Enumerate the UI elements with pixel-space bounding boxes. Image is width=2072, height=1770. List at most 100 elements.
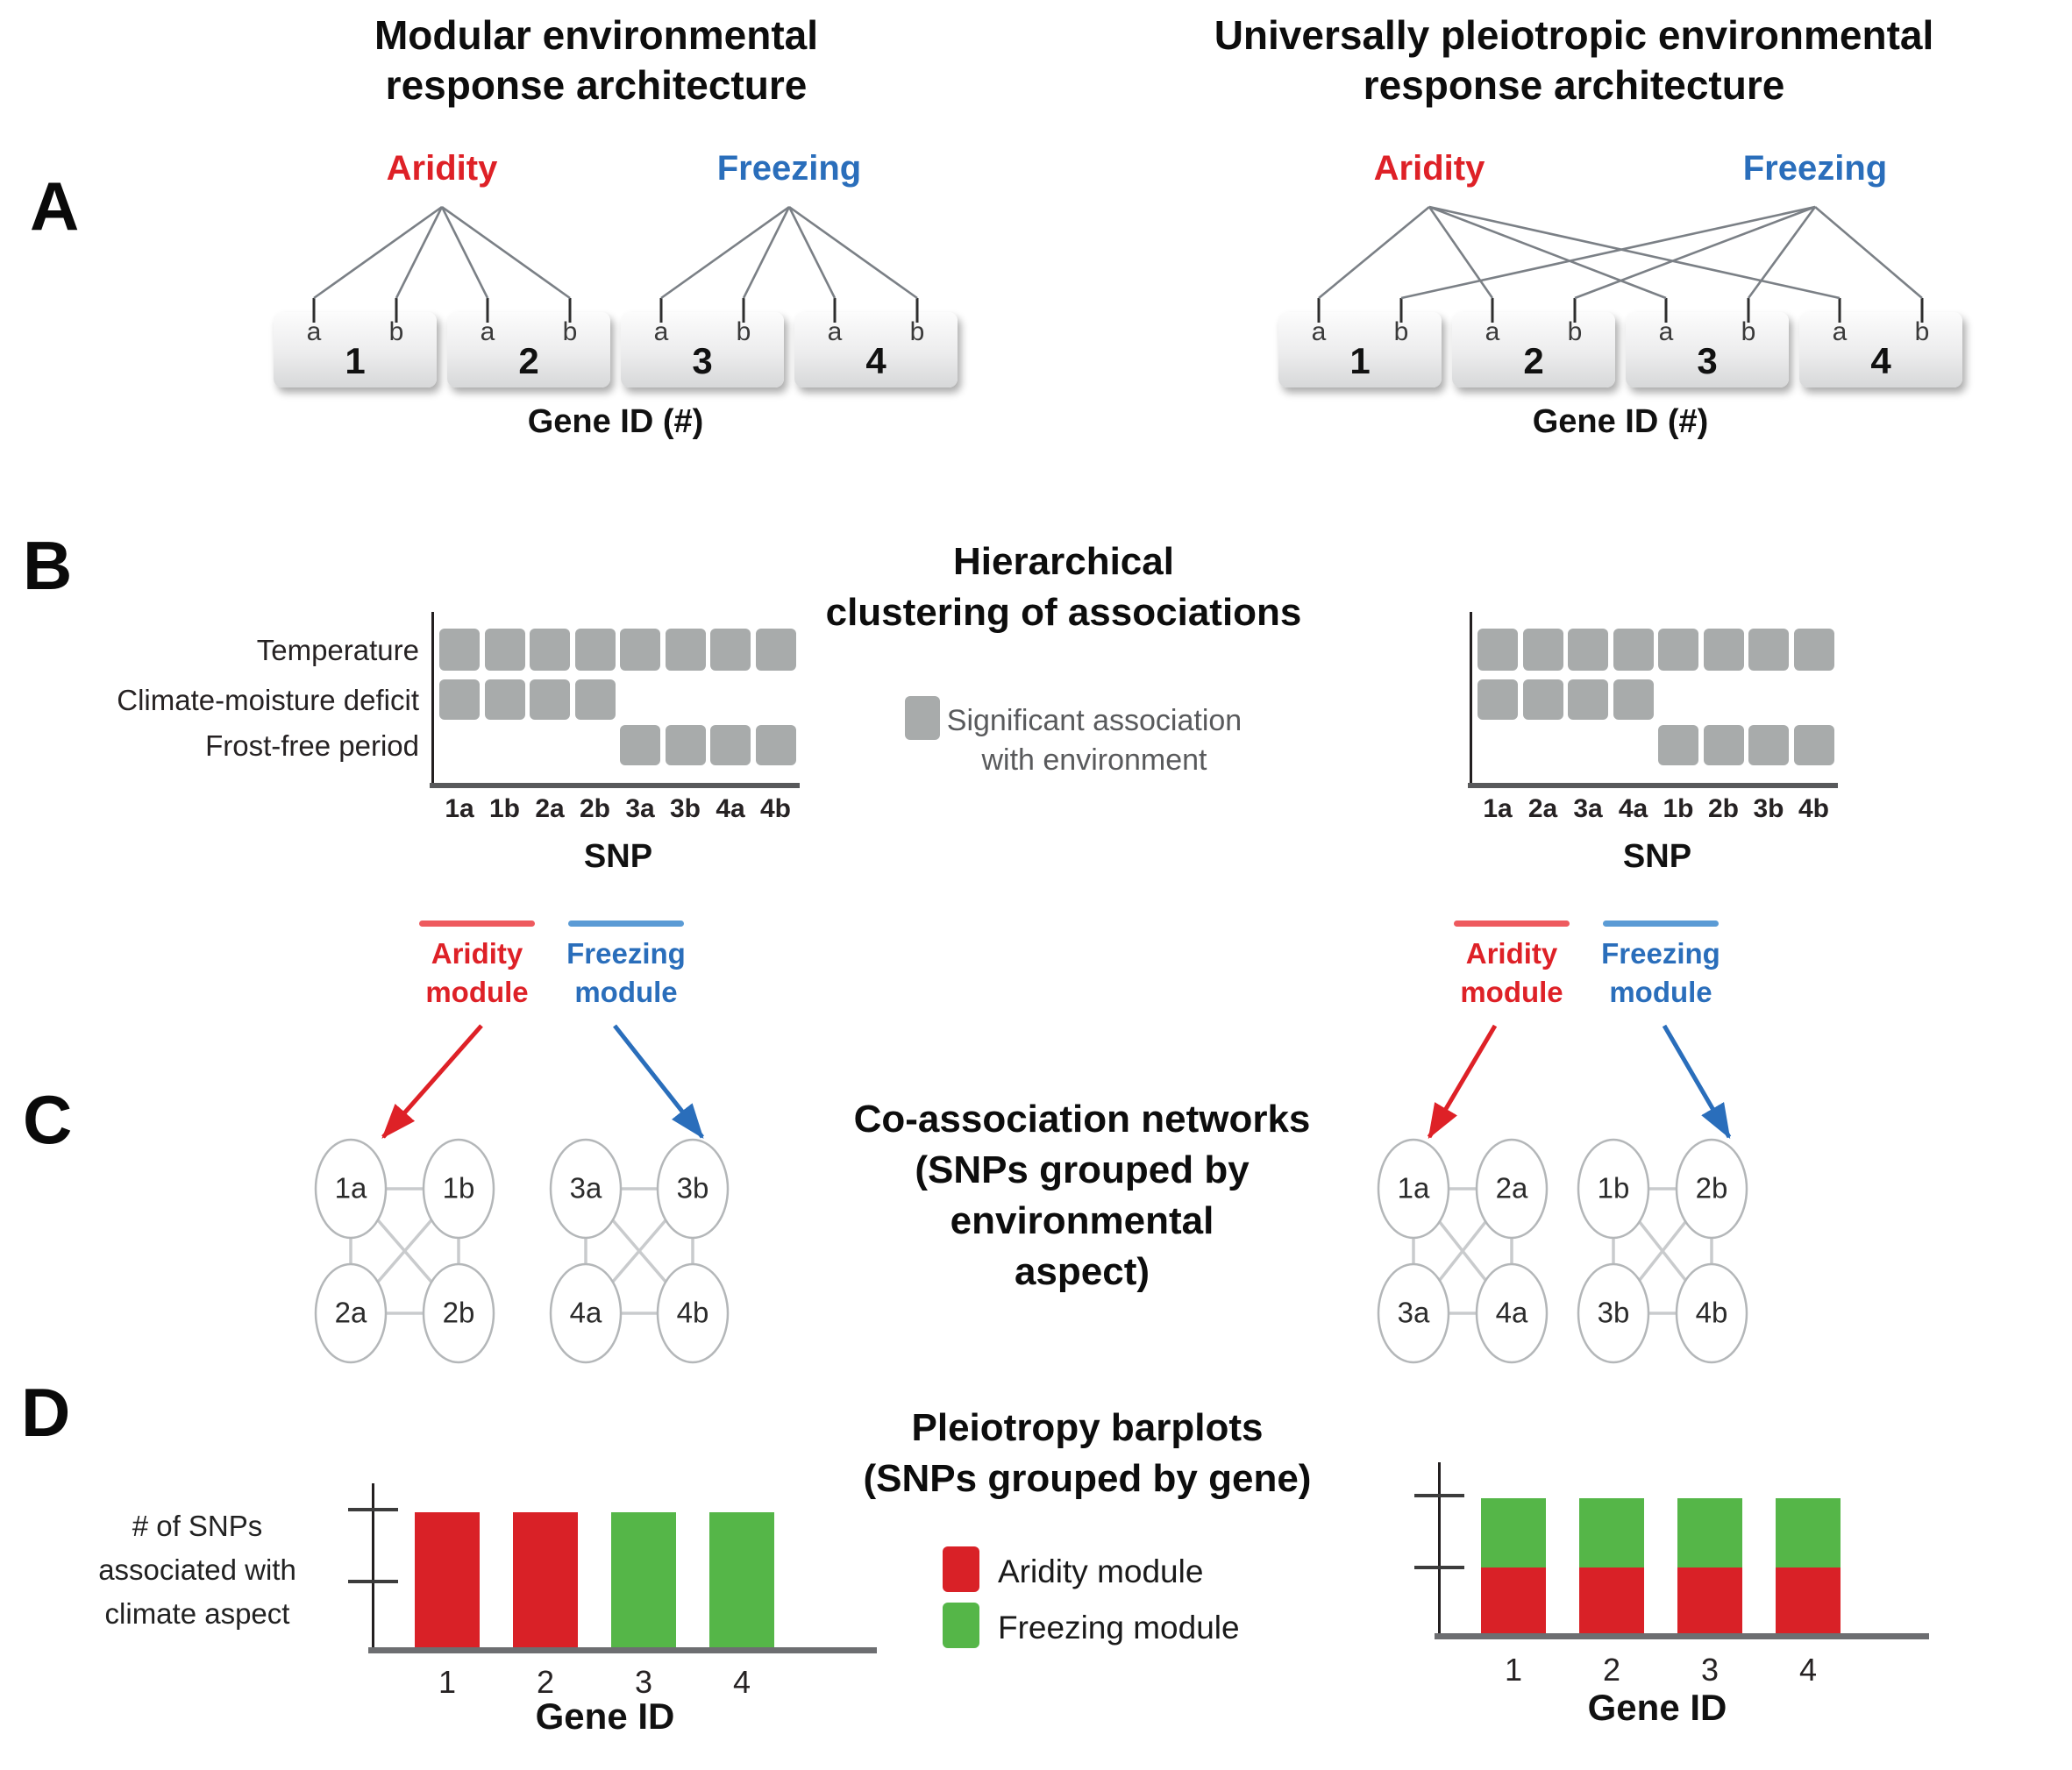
association-cell (1793, 629, 1834, 671)
bar-x-axis (1435, 1633, 1929, 1639)
association-cell (574, 629, 616, 671)
network-edge (1412, 1187, 1513, 1315)
snp-count-axis-label-line1: # of SNPs (132, 1510, 263, 1542)
association-legend-swatch (905, 696, 940, 740)
gene-box: 1 (274, 312, 437, 387)
network-node-label: 4a (1496, 1297, 1528, 1329)
gene-number: 1 (345, 340, 366, 381)
network-node-label: 1a (1398, 1172, 1430, 1205)
snp-letter: a (1832, 317, 1848, 346)
snp-column-label: 1a (445, 794, 474, 823)
snp-letter: a (827, 317, 843, 346)
bar-segment (1776, 1567, 1841, 1637)
association-cell (710, 725, 751, 765)
pleiotropic-architecture-title: Universally pleiotropic environmental re… (1079, 11, 2069, 110)
association-cell (1703, 725, 1744, 765)
freezing-module-legend-label: Freezing module (998, 1610, 1240, 1646)
gene-box: 4 (794, 312, 958, 387)
heatmap-y-axis (1470, 612, 1472, 788)
association-cell (1658, 629, 1698, 671)
bar-segment (1579, 1498, 1644, 1567)
association-line (660, 205, 790, 300)
heatmap-x-axis (1468, 783, 1838, 788)
snp-column-label: 2b (579, 794, 610, 823)
network-node-label: 2b (443, 1297, 475, 1329)
bar-segment (1481, 1567, 1546, 1637)
aridity-module-arrow (1427, 1024, 1498, 1140)
gene-bar-label: 1 (438, 1664, 457, 1700)
heatmap-x-axis (430, 783, 800, 788)
association-cell (755, 629, 796, 671)
association-cell (1477, 679, 1518, 720)
association-line (313, 205, 443, 300)
snp-column-label: 3a (625, 794, 655, 823)
association-cell (1748, 725, 1789, 765)
snp-axis-label-right: SNP (1622, 838, 1692, 875)
snp-letter: a (1485, 317, 1500, 346)
association-line (441, 205, 571, 300)
association-cell (484, 629, 525, 671)
gene-number: 2 (1523, 340, 1544, 381)
network-edge (584, 1187, 694, 1315)
association-cell (665, 725, 706, 765)
association-line (742, 206, 791, 299)
network-node (656, 1138, 730, 1240)
modular-architecture-title-line1: Modular environmental (374, 12, 819, 58)
row-label-temperature: Temperature (256, 634, 419, 666)
pleiotropy-heading: Pleiotropy barplots (SNPs grouped by gen… (807, 1403, 1368, 1504)
network-node-label: 1a (335, 1172, 367, 1205)
snp-letter: a (1658, 317, 1674, 346)
association-line (788, 205, 918, 300)
network-node (1377, 1138, 1450, 1240)
panel-label-d: D (21, 1374, 71, 1451)
gene-bar-label: 2 (536, 1664, 555, 1700)
gene-number: 3 (692, 340, 713, 381)
bar-y-axis (1438, 1462, 1441, 1639)
association-line (787, 206, 837, 299)
clustering-heading-line2: clustering of associations (825, 591, 1302, 634)
co-association-heading-line3: environmental (950, 1199, 1214, 1242)
snp-letter: b (1567, 317, 1583, 346)
co-association-heading-line4: aspect) (1014, 1250, 1150, 1293)
network-node (1475, 1262, 1549, 1364)
association-cell (1522, 629, 1563, 671)
association-cell (710, 629, 751, 671)
network-edge (1612, 1187, 1713, 1315)
network-node-label: 3b (677, 1172, 709, 1205)
aridity-module-label-left: Aridity module (367, 935, 587, 1012)
gene-id-label-left: Gene ID (535, 1695, 675, 1737)
gene-box: 2 (1452, 312, 1615, 387)
network-node-label: 3a (570, 1172, 602, 1205)
freezing-module-swatch (943, 1603, 979, 1648)
freezing-label-left: Freezing (716, 149, 862, 188)
clustering-heading: Hierarchical clustering of associations (801, 537, 1327, 638)
aridity-module-legend-label: Aridity module (998, 1553, 1204, 1589)
bar-segment (1579, 1567, 1644, 1637)
gene-box: 3 (1626, 312, 1789, 387)
gene-box: 1 (1278, 312, 1442, 387)
snp-letter: b (1914, 317, 1930, 346)
gene-bar-label: 1 (1504, 1652, 1523, 1688)
association-line (1747, 206, 1817, 299)
freezing-module-underline-right (1603, 921, 1719, 927)
snp-column-label: 1b (1663, 794, 1694, 823)
gene-box: 4 (1799, 312, 1962, 387)
snp-letter: a (653, 317, 669, 346)
y-tick (1414, 1494, 1464, 1497)
snp-column-label: 4a (1618, 794, 1648, 823)
co-association-heading-line2: (SNPs grouped by (915, 1148, 1250, 1191)
association-cell (620, 725, 660, 765)
association-legend-label-line2: with environment (981, 743, 1207, 777)
gene-bar-label: 2 (1602, 1652, 1621, 1688)
snp-column-label: 4b (759, 794, 791, 823)
snp-letter: b (1741, 317, 1756, 346)
gene-bar-label: 3 (634, 1664, 653, 1700)
pleiotropy-heading-line2: (SNPs grouped by gene) (863, 1457, 1312, 1500)
gene-number: 2 (518, 340, 539, 381)
gene-bar-label: 3 (1700, 1652, 1720, 1688)
snp-column-label: 3b (1753, 794, 1784, 823)
association-cell (665, 629, 706, 671)
network-node (422, 1138, 495, 1240)
gene-id-label-right: Gene ID (1587, 1687, 1727, 1728)
